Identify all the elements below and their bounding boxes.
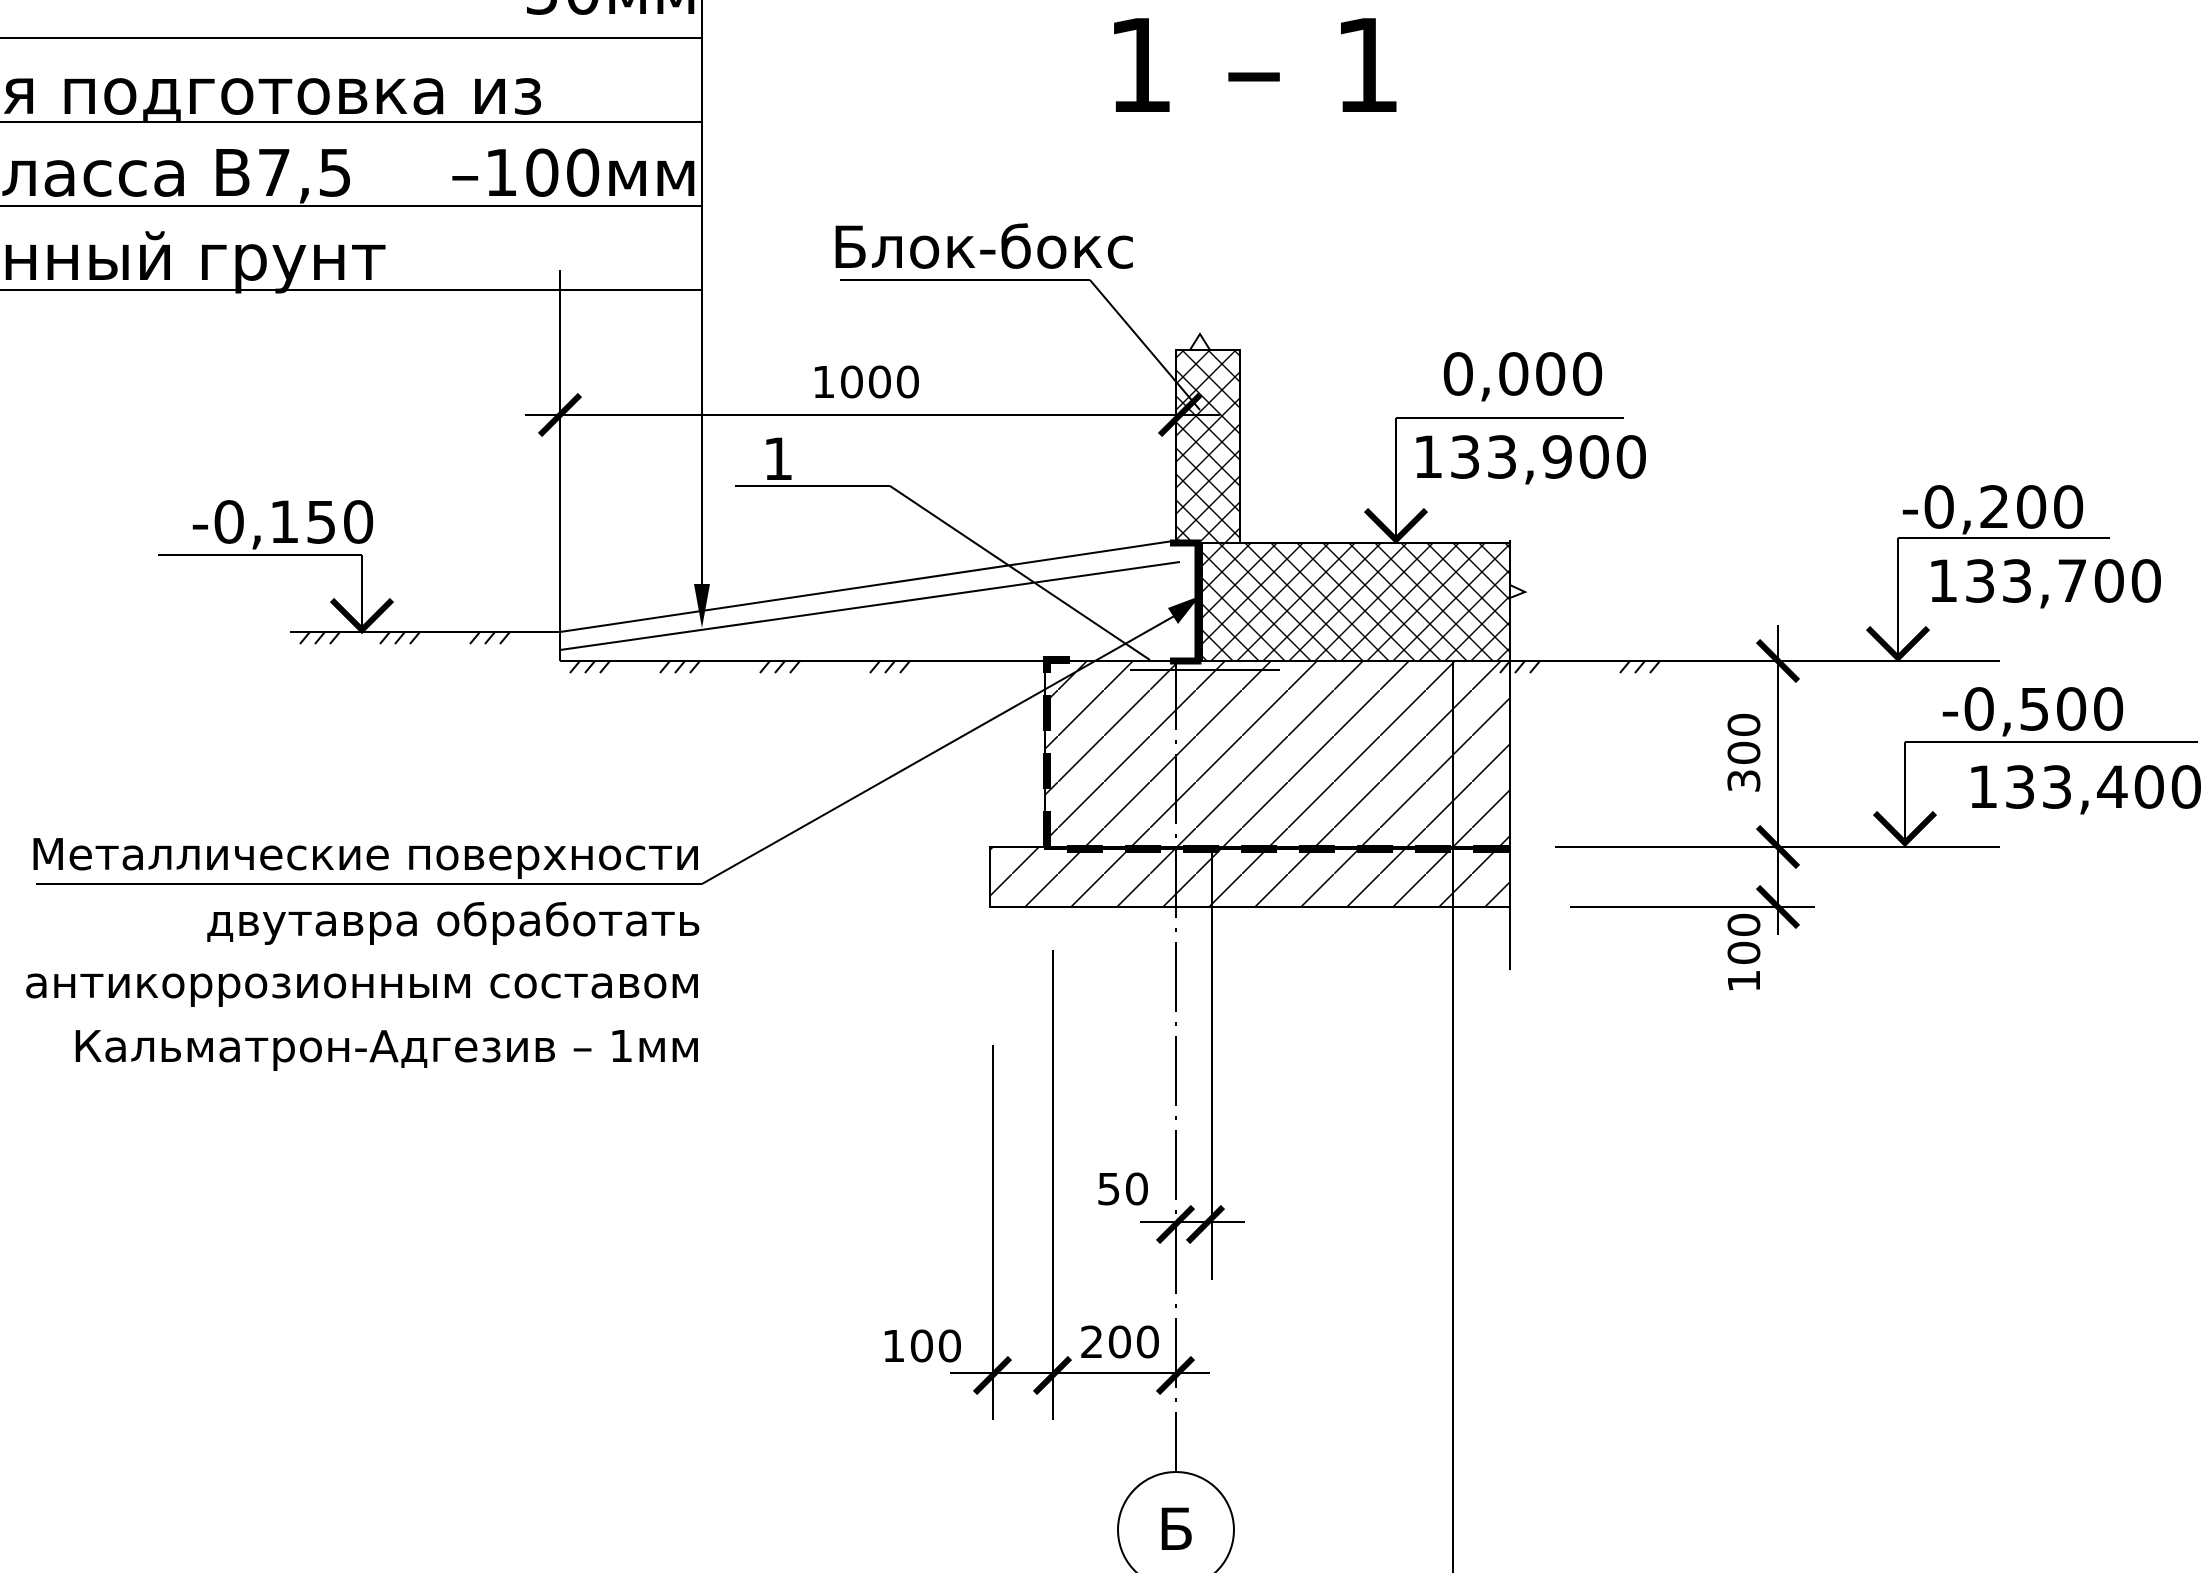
axis-marker-b: Б <box>1117 1471 1235 1573</box>
block-box-label: Блок-бокс <box>830 214 1136 282</box>
section-title: 1 – 1 <box>1100 0 1408 143</box>
wall-break-icon <box>1189 332 1211 351</box>
level-base-abs: 133,400 <box>1965 754 2201 822</box>
foundation <box>989 656 1511 908</box>
layer-legend: –50мм я подготовка из ласса В7,5 –100мм … <box>0 0 710 628</box>
layer-text-3: ласса В7,5 <box>0 138 356 212</box>
dimension-1000: 1000 <box>525 358 1220 438</box>
block-box-wall <box>1175 349 1241 544</box>
item-1-label: 1 <box>760 426 797 494</box>
note-line-2: двутавра обработать <box>205 896 702 947</box>
level-ground-left: -0,150 <box>190 489 377 557</box>
dimension-bottom: 50 100 200 <box>880 1165 1245 1396</box>
floor-slab <box>1201 542 1511 662</box>
layer-leader-arrow-icon <box>694 584 710 628</box>
dim-1000-label: 1000 <box>810 358 922 409</box>
note-line-1: Металлические поверхности <box>29 830 702 881</box>
level-mark-ground-left: -0,150 <box>158 489 395 635</box>
dim-200-label: 200 <box>1078 1318 1162 1369</box>
level-floor-abs: 133,900 <box>1410 424 1650 492</box>
dim-50-label: 50 <box>1095 1165 1151 1216</box>
note-line-4: Кальматрон-Адгезив – 1мм <box>71 1022 702 1073</box>
layer-text-2: я подготовка из <box>0 56 545 130</box>
layer-text-1: –50мм <box>490 0 700 30</box>
break-mark-icon <box>1509 584 1528 599</box>
level-mark-base: -0,500 133,400 <box>1872 676 2201 848</box>
note-line-3: антикоррозионным составом <box>23 958 702 1009</box>
layer-text-4: –100мм <box>449 138 700 212</box>
level-base-rel: -0,500 <box>1940 676 2127 744</box>
axis-label: Б <box>1156 1496 1196 1564</box>
dim-100-vertical-label: 100 <box>1720 911 1771 995</box>
note-leader-arrow-icon <box>1168 596 1200 624</box>
layer-text-5: нный грунт <box>0 222 387 296</box>
level-mark-floor: 0,000 133,900 <box>1363 341 1650 545</box>
level-floor-rel: 0,000 <box>1440 341 1606 409</box>
coating-note: Металлические поверхности двутавра обраб… <box>23 596 1200 1073</box>
item-1-callout: 1 <box>735 426 1151 661</box>
waterproofing-line <box>1043 656 1510 853</box>
dimension-vertical: 300 100 <box>1555 625 2000 995</box>
level-ground-abs: 133,700 <box>1925 548 2165 616</box>
sloped-pavement <box>559 270 1181 661</box>
block-box-callout: Блок-бокс <box>830 214 1201 411</box>
dim-300-label: 300 <box>1720 711 1771 795</box>
level-ground-rel: -0,200 <box>1900 474 2087 542</box>
dim-100-label: 100 <box>880 1322 964 1373</box>
level-mark-ground-right: -0,200 133,700 <box>1865 474 2165 663</box>
